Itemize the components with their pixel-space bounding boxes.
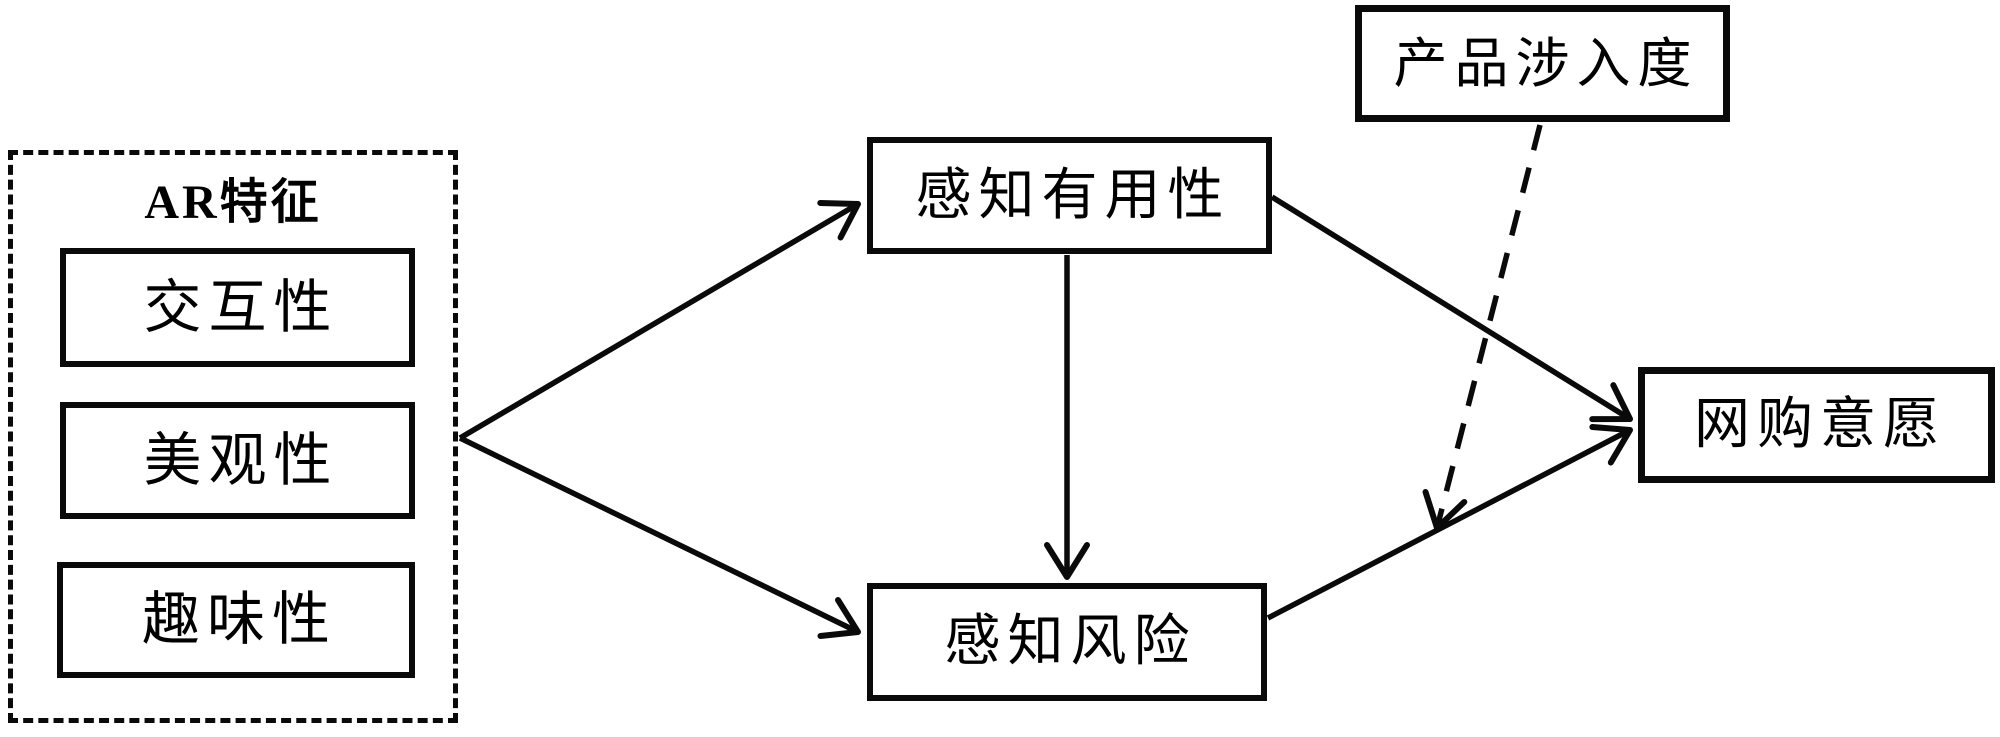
node-product-involvement: 产品涉入度 — [1355, 5, 1730, 122]
node-interactivity: 交互性 — [60, 248, 415, 367]
arrow-ar-to-risk — [458, 435, 861, 639]
ar-features-group-box: AR特征 — [8, 150, 458, 723]
node-aesthetics: 美观性 — [60, 402, 415, 519]
arrow-ar-to-usefulness — [458, 199, 861, 441]
arrow-risk-to-intention — [1266, 423, 1633, 621]
arrow-usefulness-to-intention — [1270, 194, 1633, 423]
node-perceived-usefulness: 感知有用性 — [867, 137, 1272, 254]
arrow-involvement-moderation-dashed — [1422, 124, 1543, 531]
ar-features-group-title: AR特征 — [144, 176, 322, 229]
node-perceived-risk: 感知风险 — [867, 583, 1267, 701]
node-purchase-intention: 网购意愿 — [1638, 367, 1995, 483]
node-playfulness: 趣味性 — [57, 562, 415, 678]
